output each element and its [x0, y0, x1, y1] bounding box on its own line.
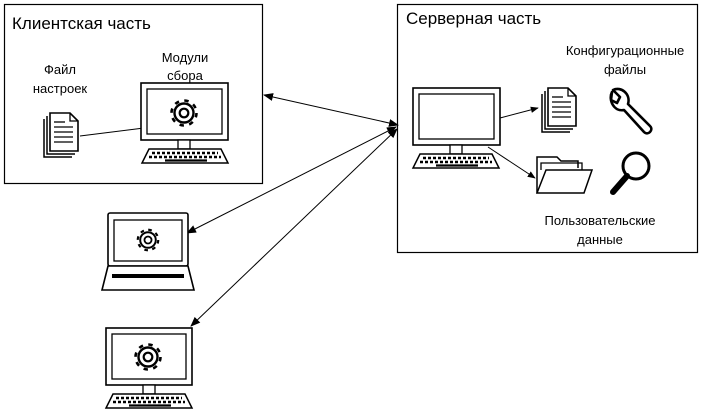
desktop-computer-icon	[104, 327, 194, 410]
server-to-folder-arrow	[487, 146, 536, 179]
settings-file-label-line2: настроек	[33, 81, 88, 96]
document-icon	[541, 87, 577, 133]
client-area: Клиентская часть Файл настроек Модули сб…	[3, 3, 264, 185]
remote-computer-server-arrow	[190, 128, 398, 327]
config-label-line2: файлы	[604, 62, 646, 77]
modules-label-line1: Модули	[162, 50, 209, 65]
user-data-label-line1: Пользовательские	[544, 213, 655, 228]
client-box	[3, 3, 264, 185]
client-title: Клиентская часть	[12, 14, 151, 33]
open-folder-icon	[535, 156, 594, 194]
document-icon	[43, 112, 79, 158]
wrench-icon	[609, 87, 653, 135]
server-area: Серверная часть Конфигурационные файлы П…	[396, 3, 699, 254]
modules-label-line2: сбора	[167, 68, 203, 83]
settings-file-label-line1: Файл	[44, 62, 76, 77]
config-label-line1: Конфигурационные	[566, 43, 684, 58]
file-to-computer-line	[79, 127, 145, 137]
laptop-icon	[100, 212, 196, 291]
client-server-arrow	[263, 93, 399, 127]
server-title: Серверная часть	[406, 9, 541, 28]
laptop-server-arrow	[186, 126, 397, 234]
magnifier-icon	[610, 151, 651, 195]
user-data-label-line2: данные	[577, 232, 623, 247]
desktop-computer-icon	[411, 87, 501, 170]
server-to-config-arrow	[499, 106, 539, 119]
